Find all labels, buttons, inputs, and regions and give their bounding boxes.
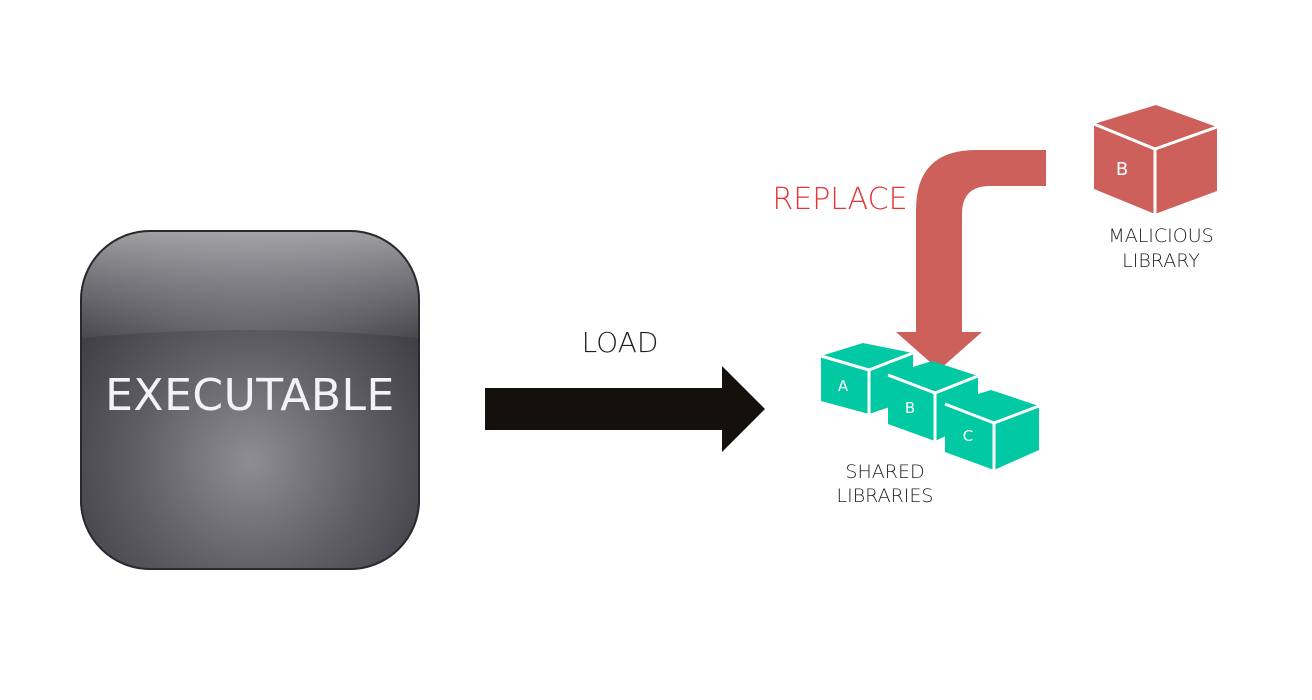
cube-b-letter: B [905,399,915,417]
cube-c [944,390,1040,470]
malicious-library-label: MALICIOUS LIBRARY [1086,224,1236,274]
cube-a-letter: A [838,377,849,395]
malicious-library-label-line2: LIBRARY [1122,250,1200,272]
shared-library-cubes: A B C [820,343,1040,470]
malicious-library-cube: B [1093,105,1218,214]
shared-libraries-label: SHARED LIBRARIES [810,460,960,508]
malicious-cube-letter: B [1116,159,1128,180]
load-label: LOAD [581,326,659,359]
shared-libraries-label-line1: SHARED [845,461,925,483]
executable-label: EXECUTABLE [105,370,395,421]
malicious-library-label-line1: MALICIOUS [1108,225,1214,247]
shared-libraries-label-line2: LIBRARIES [836,485,934,507]
executable-icon [80,230,420,570]
cube-c-letter: C [963,427,973,445]
replace-label: REPLACE [772,182,908,217]
load-arrow [485,366,765,452]
replace-arrow [896,150,1046,370]
